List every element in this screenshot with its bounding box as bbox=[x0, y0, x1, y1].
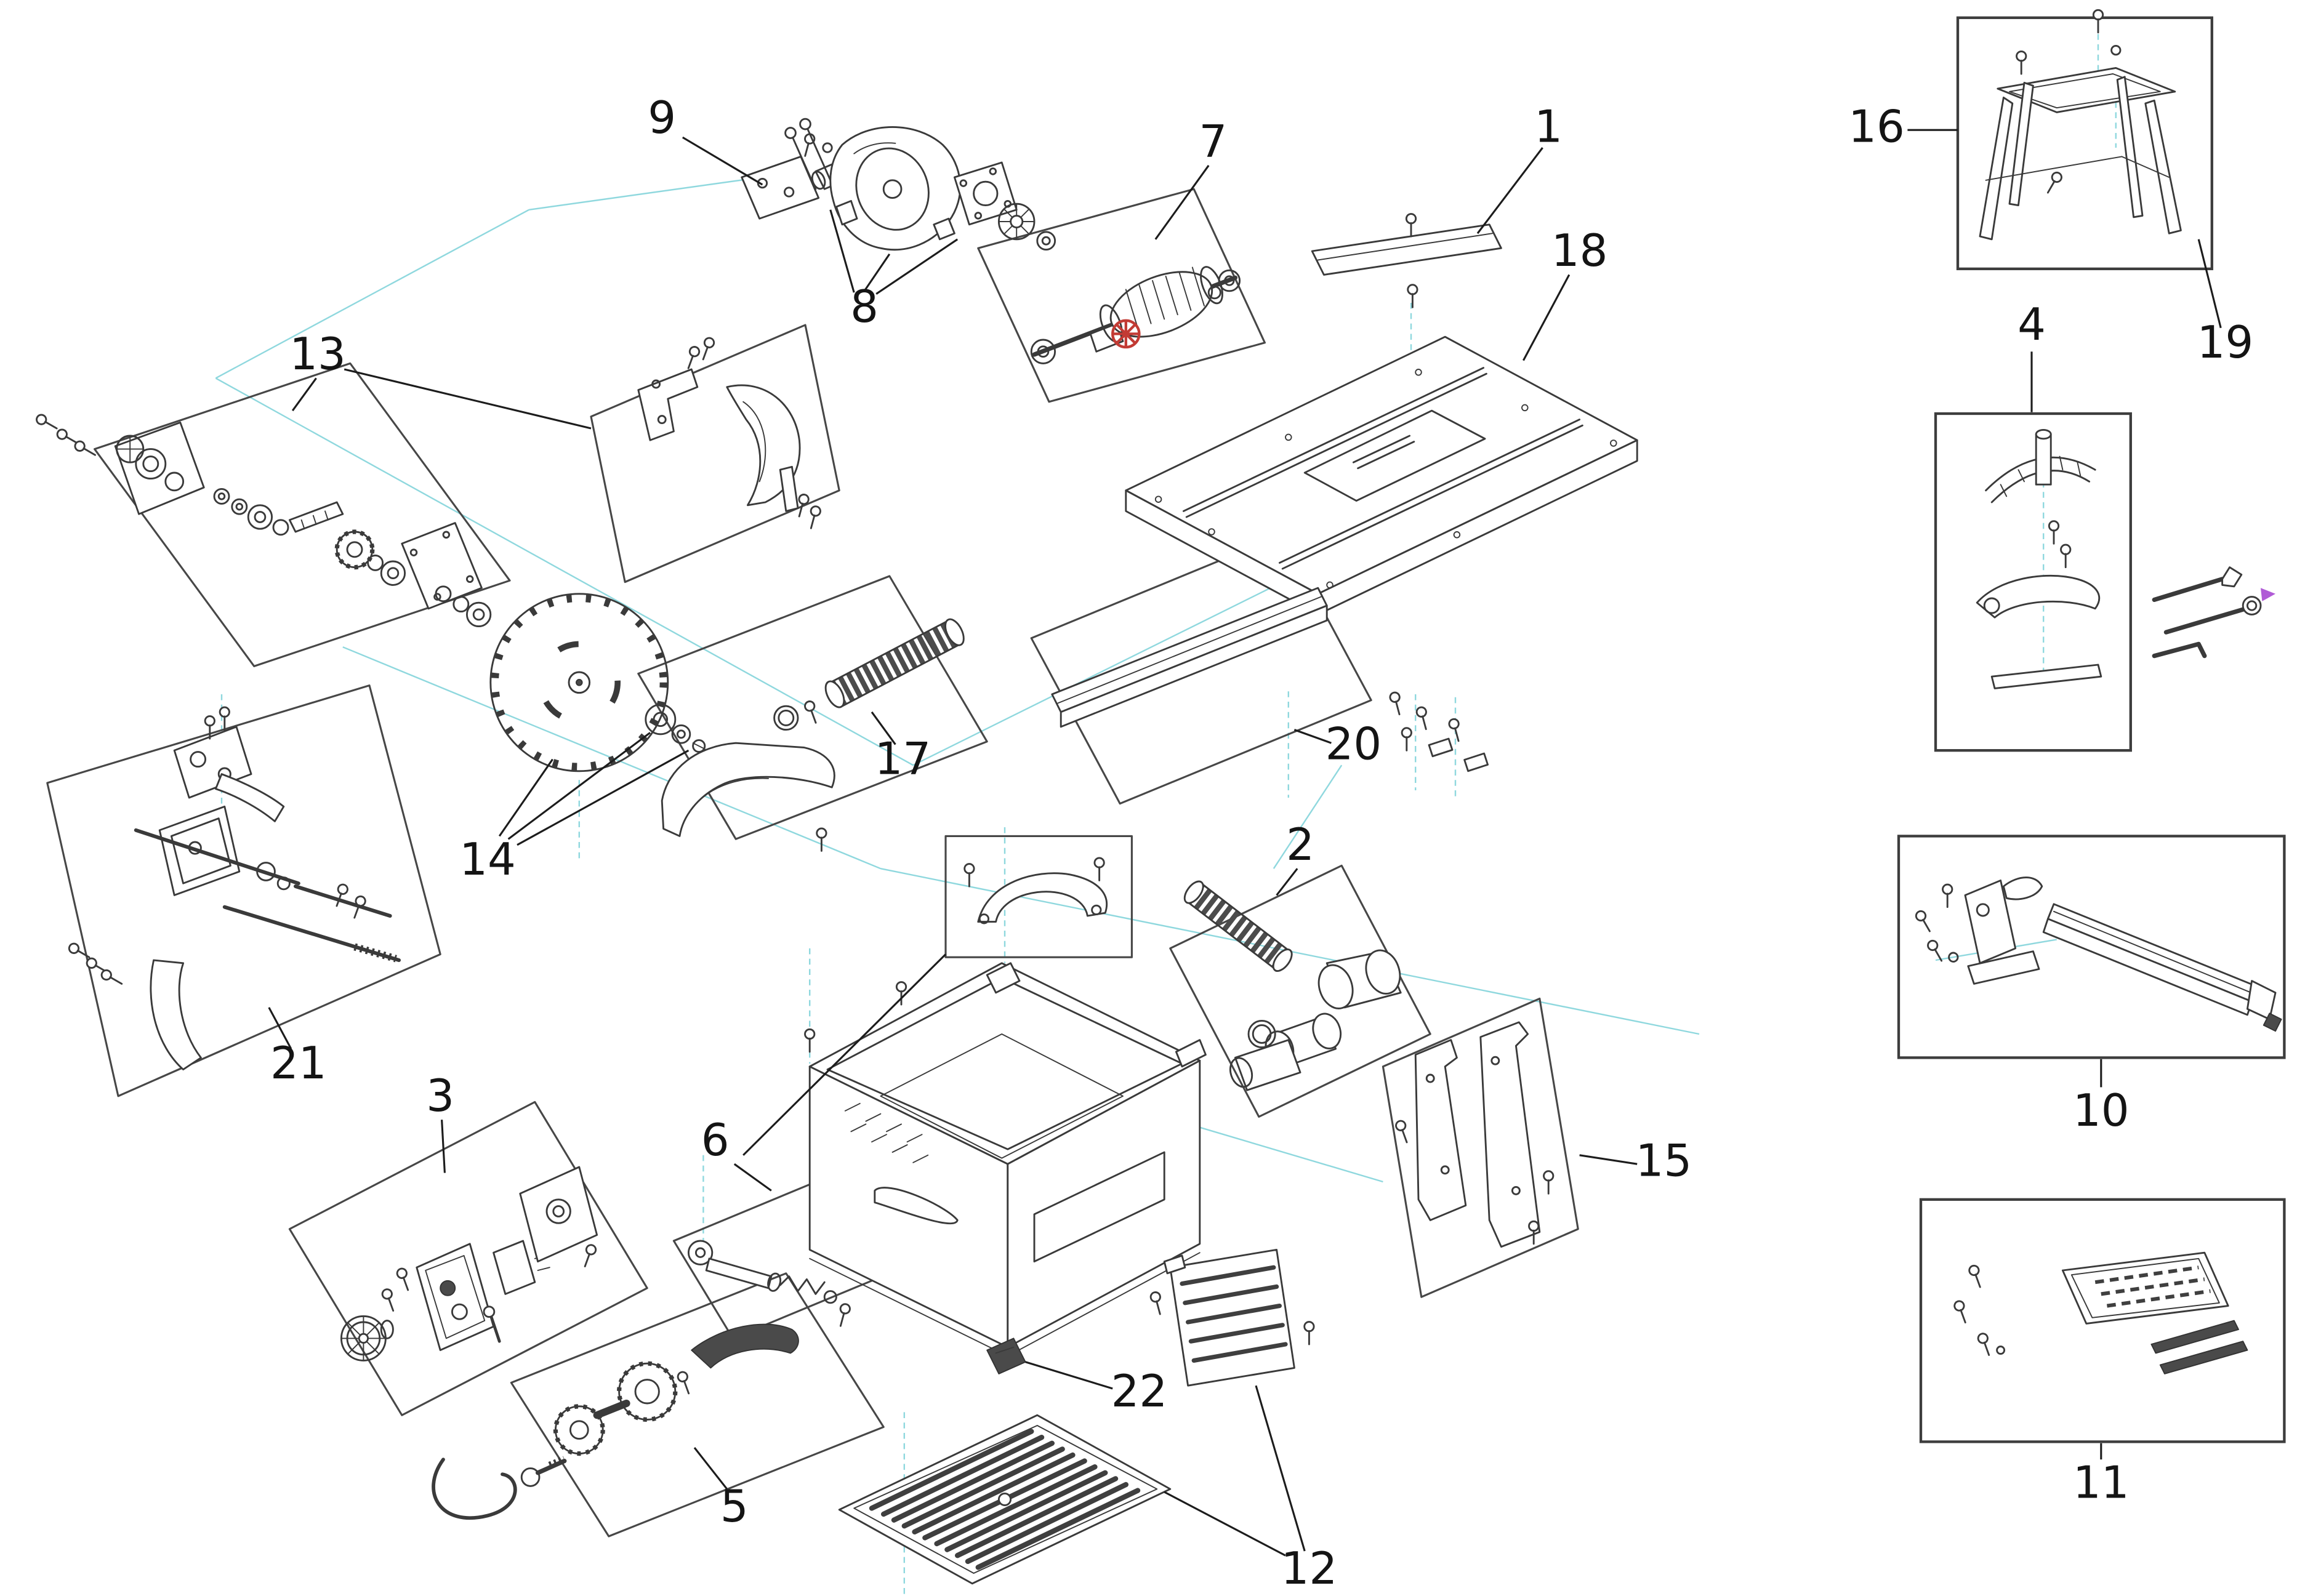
label-5: 5 bbox=[720, 1480, 749, 1532]
frame-part-3 bbox=[288, 1101, 648, 1416]
label-2: 2 bbox=[1286, 819, 1314, 870]
magenta-accent bbox=[2261, 588, 2275, 601]
label-11: 11 bbox=[2073, 1457, 2130, 1509]
construction-lines bbox=[215, 23, 2117, 1595]
part-8-motor-housing bbox=[784, 118, 1056, 251]
gear-housing bbox=[114, 421, 205, 515]
part-4-guard-arm bbox=[1976, 428, 2102, 689]
frame-part-21 bbox=[46, 684, 441, 1097]
part-9-bracket-plate bbox=[741, 132, 847, 220]
label-4: 4 bbox=[2017, 299, 2046, 350]
label-19: 19 bbox=[2197, 316, 2254, 368]
cabinet-opening bbox=[1033, 1151, 1165, 1263]
label-18: 18 bbox=[1551, 225, 1608, 276]
label-8: 8 bbox=[850, 281, 879, 332]
label-3: 3 bbox=[426, 1070, 454, 1121]
rotor-fan bbox=[1111, 319, 1141, 349]
label-22: 22 bbox=[1111, 1365, 1168, 1417]
label-10: 10 bbox=[2073, 1085, 2130, 1136]
bearing-plate bbox=[401, 522, 483, 610]
part-20-rail bbox=[1051, 587, 1489, 772]
part-6-lock-pin bbox=[687, 1240, 852, 1328]
part-15-side-plates bbox=[1393, 1021, 1555, 1248]
label-13: 13 bbox=[289, 328, 346, 380]
table-insert-opening bbox=[1303, 409, 1486, 502]
part-14-saw-blade bbox=[489, 593, 706, 772]
frame-handle-box bbox=[944, 835, 1133, 958]
motor-end-bell bbox=[829, 126, 962, 251]
label-15: 15 bbox=[1636, 1134, 1692, 1186]
part-16-leg-stand bbox=[1979, 9, 2182, 241]
housing-fan bbox=[116, 435, 145, 463]
frame-part-15 bbox=[1382, 997, 1579, 1298]
label-1: 1 bbox=[1534, 100, 1563, 152]
part-2-dust-hose bbox=[1183, 880, 1402, 1091]
frame-part-11 bbox=[1919, 1198, 2286, 1443]
part-11-insert-kit bbox=[1952, 1251, 2248, 1374]
frame-part-13 bbox=[94, 362, 511, 667]
part-13-gear-assembly bbox=[34, 412, 492, 628]
push-stick bbox=[2150, 1320, 2239, 1354]
part-6-handle bbox=[963, 857, 1108, 924]
part-3-switch-assembly bbox=[340, 1166, 598, 1361]
rail-screws bbox=[1388, 690, 1489, 772]
group-frames bbox=[46, 16, 2286, 1538]
leader-lines bbox=[268, 129, 2222, 1557]
part-7-armature bbox=[1030, 266, 1241, 364]
cabinet-hand-slot bbox=[874, 1187, 959, 1224]
label-20: 20 bbox=[1325, 718, 1382, 770]
frame-bracket-panel bbox=[590, 324, 840, 583]
frame-part-16 bbox=[1956, 16, 2213, 270]
worm-shaft bbox=[288, 501, 344, 533]
part-1-clamp-strip bbox=[1311, 213, 1502, 308]
label-17: 17 bbox=[875, 733, 931, 785]
part-12-bottom-plate bbox=[838, 1414, 1172, 1585]
label-16: 16 bbox=[1848, 100, 1905, 152]
riving-knife-bracket bbox=[637, 335, 823, 531]
guard-lever bbox=[1976, 574, 2101, 619]
commutator bbox=[1089, 323, 1124, 353]
frame-part-2 bbox=[1169, 864, 1431, 1118]
wrench-tools bbox=[2152, 566, 2275, 659]
frame-part-20 bbox=[1030, 534, 1372, 805]
label-12: 12 bbox=[1281, 1542, 1338, 1594]
part-17-hose-and-guard bbox=[661, 618, 965, 852]
cabinet-housing bbox=[804, 962, 1207, 1357]
switch-bracket bbox=[519, 1166, 598, 1263]
label-6: 6 bbox=[701, 1114, 730, 1166]
power-cord bbox=[432, 1458, 517, 1520]
motor-flange-plate bbox=[953, 161, 1018, 226]
frame-part-4 bbox=[1934, 412, 2132, 752]
frame-part-7 bbox=[977, 188, 1266, 403]
part-18-table-top bbox=[1125, 335, 1638, 616]
curved-support bbox=[150, 959, 202, 1071]
motor-fan bbox=[997, 203, 1036, 241]
label-21: 21 bbox=[270, 1037, 327, 1089]
part-10-rip-fence bbox=[1913, 876, 2282, 1032]
frame-part-5 bbox=[510, 1272, 885, 1538]
part-12-vent-panel bbox=[1148, 1248, 1315, 1387]
part-21-tilt-mechanism bbox=[66, 706, 401, 1071]
frame-part-10 bbox=[1897, 835, 2286, 1059]
label-7: 7 bbox=[1199, 115, 1227, 167]
push-stick-2 bbox=[2159, 1341, 2248, 1374]
crank-handle bbox=[691, 1323, 799, 1369]
part-22-foot-clip bbox=[986, 1337, 1026, 1374]
part-number-labels: 1 2 3 4 5 6 7 8 9 10 11 12 13 14 15 16 1… bbox=[270, 92, 2253, 1594]
label-14: 14 bbox=[459, 833, 516, 885]
label-9: 9 bbox=[648, 92, 676, 143]
part-5-handwheel bbox=[432, 1323, 799, 1520]
cabinet-vents bbox=[844, 1102, 929, 1163]
